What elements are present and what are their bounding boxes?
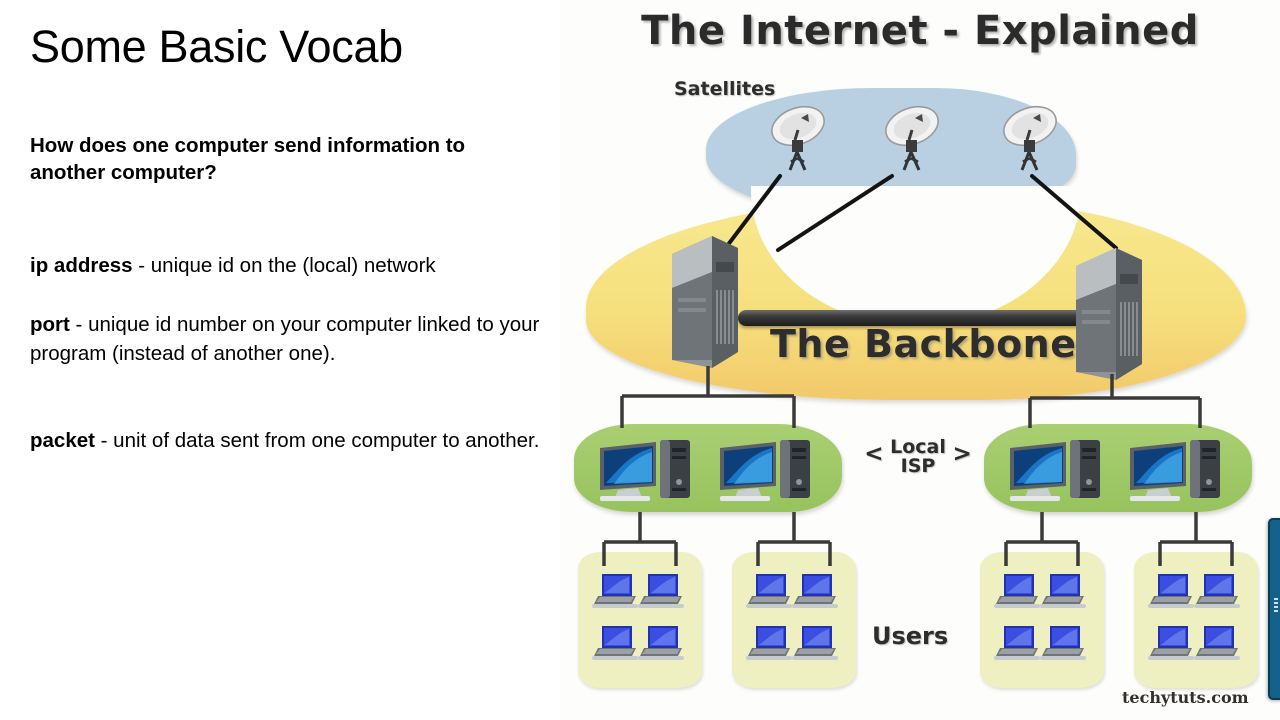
user-laptop-icon [1040,572,1086,612]
diagram-title: The Internet - Explained [641,8,1199,54]
question-heading: How does one computer send information t… [30,134,466,185]
user-laptop-icon [638,572,684,612]
isp-bracket-right-icon: > [952,440,972,467]
backbone-server-icon [668,232,742,372]
user-laptop-icon [792,624,838,664]
isp-computer-icon [598,438,702,506]
isp-label-line1: Local [890,436,946,458]
backbone-bar [738,310,1090,326]
user-zone [980,552,1104,688]
local-isp-label: < Local ISP > [848,436,988,478]
vocab-entry-ip-address: ip address - unique id on the (local) ne… [30,251,542,280]
user-zone [578,552,702,688]
page-title: Some Basic Vocab [30,21,403,72]
internet-explained-diagram: The Internet - Explained Satellites The … [560,0,1280,720]
user-laptop-icon [1148,572,1194,612]
overlay-grip-icon [1274,598,1278,612]
user-laptop-icon [1148,624,1194,664]
isp-computer-icon [1008,438,1112,506]
user-laptop-icon [746,624,792,664]
satellite-dish-icon [768,100,830,176]
user-laptop-icon [1194,572,1240,612]
vocab-entry-packet: packet - unit of data sent from one comp… [30,426,542,455]
user-laptop-icon [792,572,838,612]
satellite-dish-icon [882,100,944,176]
isp-label-text: Local ISP [890,436,946,478]
satellite-dish-icon [1000,100,1062,176]
isp-computer-icon [718,438,822,506]
user-laptop-icon [592,572,638,612]
satellites-label: Satellites [674,78,776,100]
vocab-text-panel: Some Basic Vocab How does one computer s… [0,0,560,720]
vocab-entry-port: port - unique id number on your computer… [30,310,542,368]
user-laptop-icon [1194,624,1240,664]
vocab-definition-packet: - unit of data sent from one computer to… [94,429,540,452]
isp-bracket-left-icon: < [864,440,884,467]
backbone-server-icon [1072,244,1146,384]
isp-computer-icon [1128,438,1232,506]
user-laptop-icon [1040,624,1086,664]
user-zone [1134,552,1258,688]
user-laptop-icon [592,624,638,664]
user-laptop-icon [638,624,684,664]
user-zone [732,552,856,688]
vocab-term-packet: packet [30,429,95,452]
users-label: Users [872,622,949,650]
watermark: techytuts.com [1122,688,1249,707]
user-laptop-icon [994,624,1040,664]
user-laptop-icon [994,572,1040,612]
vocab-term-port: port [30,313,70,336]
vocab-definition-port: - unique id number on your computer link… [30,313,540,366]
user-laptop-icon [746,572,792,612]
vocab-term-ip-address: ip address [30,254,133,277]
right-edge-overlay-panel[interactable] [1268,518,1280,700]
backbone-label: The Backbone [770,322,1077,366]
vocab-definition-ip-address: - unique id on the (local) network [132,254,436,277]
isp-label-line2: ISP [900,455,936,478]
